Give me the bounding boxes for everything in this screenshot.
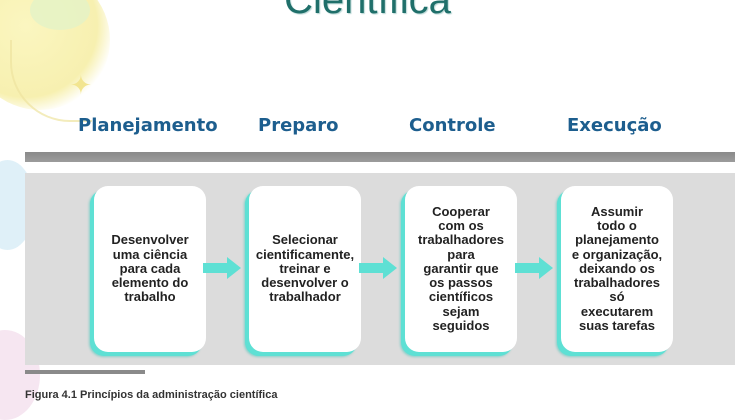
phase-label-preparo: Preparo [258, 115, 339, 136]
bottom-divider-bar [25, 370, 145, 374]
slide-title: Científica [284, 0, 451, 22]
arrow-right-icon [359, 257, 397, 279]
top-divider-bar [25, 152, 735, 162]
phase-label-execucao: Execução [567, 115, 662, 136]
phase-label-controle: Controle [409, 115, 496, 136]
figure-caption: Figura 4.1 Princípios da administração c… [25, 389, 278, 401]
arrow-right-icon [515, 257, 553, 279]
phase-label-planejamento: Planejamento [78, 115, 218, 136]
arrow-right-icon [203, 257, 241, 279]
decorative-star-icon: ✦ [70, 70, 92, 100]
